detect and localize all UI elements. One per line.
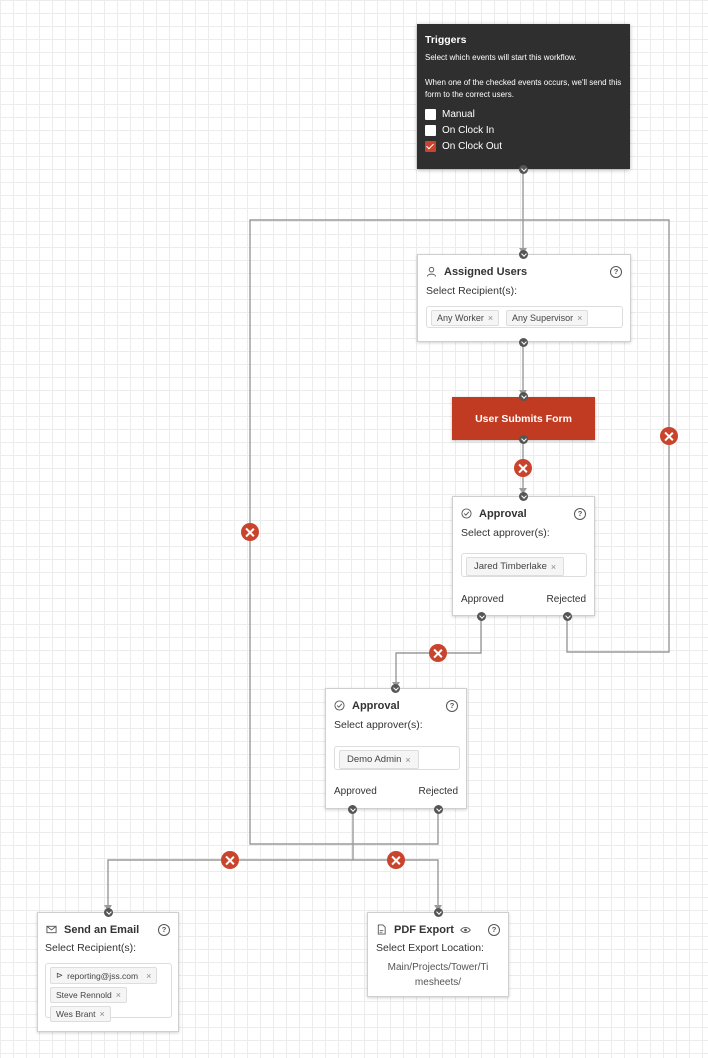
recipient-tag: Steve Rennold× (50, 987, 128, 1003)
help-icon[interactable]: ? (610, 266, 622, 278)
approval-node-1[interactable]: Approval ? Select approver(s): Jared Tim… (452, 496, 595, 616)
export-location-value[interactable]: Main/Projects/Tower/Ti mesheets/ (387, 962, 489, 988)
approval-subtitle: Select approver(s): (334, 719, 423, 731)
document-icon (376, 924, 388, 936)
approval1-input-port[interactable] (519, 492, 528, 501)
send-email-node[interactable]: Send an Email ? Select Recipient(s): ⊳re… (37, 912, 179, 1032)
clock-out-label: On Clock Out (442, 141, 503, 152)
remove-tag-icon[interactable]: × (577, 313, 583, 323)
clock-in-checkbox[interactable] (425, 125, 436, 136)
approval1-approved-port[interactable] (477, 612, 486, 621)
approvers-field[interactable]: Jared Timberlake× (461, 553, 587, 577)
approval-subtitle: Select approver(s): (461, 527, 550, 539)
approval-check-icon (461, 508, 473, 520)
pdf-input-port[interactable] (434, 908, 443, 917)
remove-tag-icon[interactable]: × (550, 561, 557, 572)
triggers-output-port[interactable] (519, 165, 528, 174)
assigned-users-subtitle: Select Recipient(s): (426, 285, 518, 297)
user-submits-form-node[interactable]: User Submits Form (452, 397, 595, 440)
trigger-option-clock-out[interactable]: On Clock Out (425, 141, 622, 153)
help-icon[interactable]: ? (488, 924, 500, 936)
remove-tag-icon[interactable]: × (405, 754, 411, 765)
send-email-title: Send an Email (64, 924, 140, 936)
assigned-input-port[interactable] (519, 250, 528, 259)
triggers-title: Triggers (425, 34, 467, 46)
remove-tag-icon[interactable]: × (487, 313, 494, 323)
user-icon (426, 266, 438, 278)
manual-checkbox[interactable] (425, 109, 436, 120)
rejected-label: Rejected (418, 786, 458, 797)
approval-title: Approval (352, 700, 400, 712)
approval2-rejected-port[interactable] (434, 805, 443, 814)
recipient-tag: ⊳reporting@jss.com × (50, 967, 158, 984)
assigned-users-title: Assigned Users (444, 266, 528, 278)
approver-tag: Demo Admin× (339, 750, 419, 769)
trigger-option-manual[interactable]: Manual (425, 109, 622, 121)
approval2-input-port[interactable] (391, 684, 400, 693)
approval2-approved-port[interactable] (348, 805, 357, 814)
approval1-rejected-port[interactable] (563, 612, 572, 621)
clock-in-label: On Clock In (442, 125, 495, 136)
tag-label: Wes Brant (56, 1009, 96, 1019)
approved-label: Approved (334, 786, 377, 797)
tag-label: Demo Admin (347, 754, 402, 765)
remove-tag-icon[interactable]: × (99, 1009, 105, 1019)
submit-input-port[interactable] (519, 392, 528, 401)
approvers-field[interactable]: Demo Admin× (334, 746, 460, 770)
rejected-label: Rejected (546, 594, 586, 605)
wire-approval2-rejected (353, 810, 439, 845)
tag-label: Any Worker (437, 313, 484, 323)
pdf-export-subtitle: Select Export Location: (376, 942, 484, 954)
delete-connection-button[interactable] (429, 644, 447, 662)
delete-connection-button[interactable] (514, 459, 532, 477)
tag-label: Jared Timberlake (474, 561, 547, 572)
recipient-tag: Any Supervisor× (506, 310, 589, 326)
approval-check-icon (334, 700, 346, 712)
send-icon: ⊳ (56, 970, 64, 980)
recipient-tag: Any Worker× (431, 310, 500, 326)
triggers-panel: Triggers Select which events will start … (417, 24, 630, 169)
remove-tag-icon[interactable]: × (115, 990, 122, 1000)
submit-output-port[interactable] (519, 435, 528, 444)
clock-out-checkbox[interactable] (425, 141, 436, 152)
pdf-export-title: PDF Export (394, 924, 454, 936)
send-email-subtitle: Select Recipient(s): (45, 942, 137, 954)
help-icon[interactable]: ? (446, 700, 458, 712)
trigger-option-clock-in[interactable]: On Clock In (425, 125, 622, 137)
manual-label: Manual (442, 109, 475, 120)
approved-label: Approved (461, 594, 504, 605)
eye-icon[interactable] (460, 926, 471, 934)
triggers-description-2: When one of the checked events occurs, w… (425, 77, 622, 100)
tag-label: reporting@jss.com (67, 970, 139, 981)
approval-title: Approval (479, 508, 527, 520)
help-icon[interactable]: ? (574, 508, 586, 520)
tag-label: Steve Rennold (56, 990, 112, 1000)
recipients-field[interactable]: Any Worker× Any Supervisor× (426, 306, 623, 328)
email-input-port[interactable] (104, 908, 113, 917)
approver-tag: Jared Timberlake× (466, 557, 565, 576)
delete-connection-button[interactable] (387, 851, 405, 869)
delete-connection-button[interactable] (241, 523, 259, 541)
assigned-output-port[interactable] (519, 338, 528, 347)
tag-label: Any Supervisor (512, 313, 574, 323)
delete-connection-button[interactable] (660, 427, 678, 445)
email-recipients-field[interactable]: ⊳reporting@jss.com× Steve Rennold× Wes B… (45, 963, 172, 1022)
recipient-tag: Wes Brant× (50, 1006, 111, 1022)
help-icon[interactable]: ? (158, 924, 170, 936)
approval-node-2[interactable]: Approval ? Select approver(s): Demo Admi… (325, 688, 467, 809)
remove-tag-icon[interactable]: × (146, 970, 152, 981)
delete-connection-button[interactable] (221, 851, 239, 869)
triggers-description-1: Select which events will start this work… (425, 53, 577, 62)
pdf-export-node[interactable]: PDF Export ? Select Export Location: Mai… (367, 912, 509, 997)
envelope-icon (46, 924, 58, 936)
assigned-users-node[interactable]: Assigned Users ? Select Recipient(s): An… (417, 254, 631, 342)
